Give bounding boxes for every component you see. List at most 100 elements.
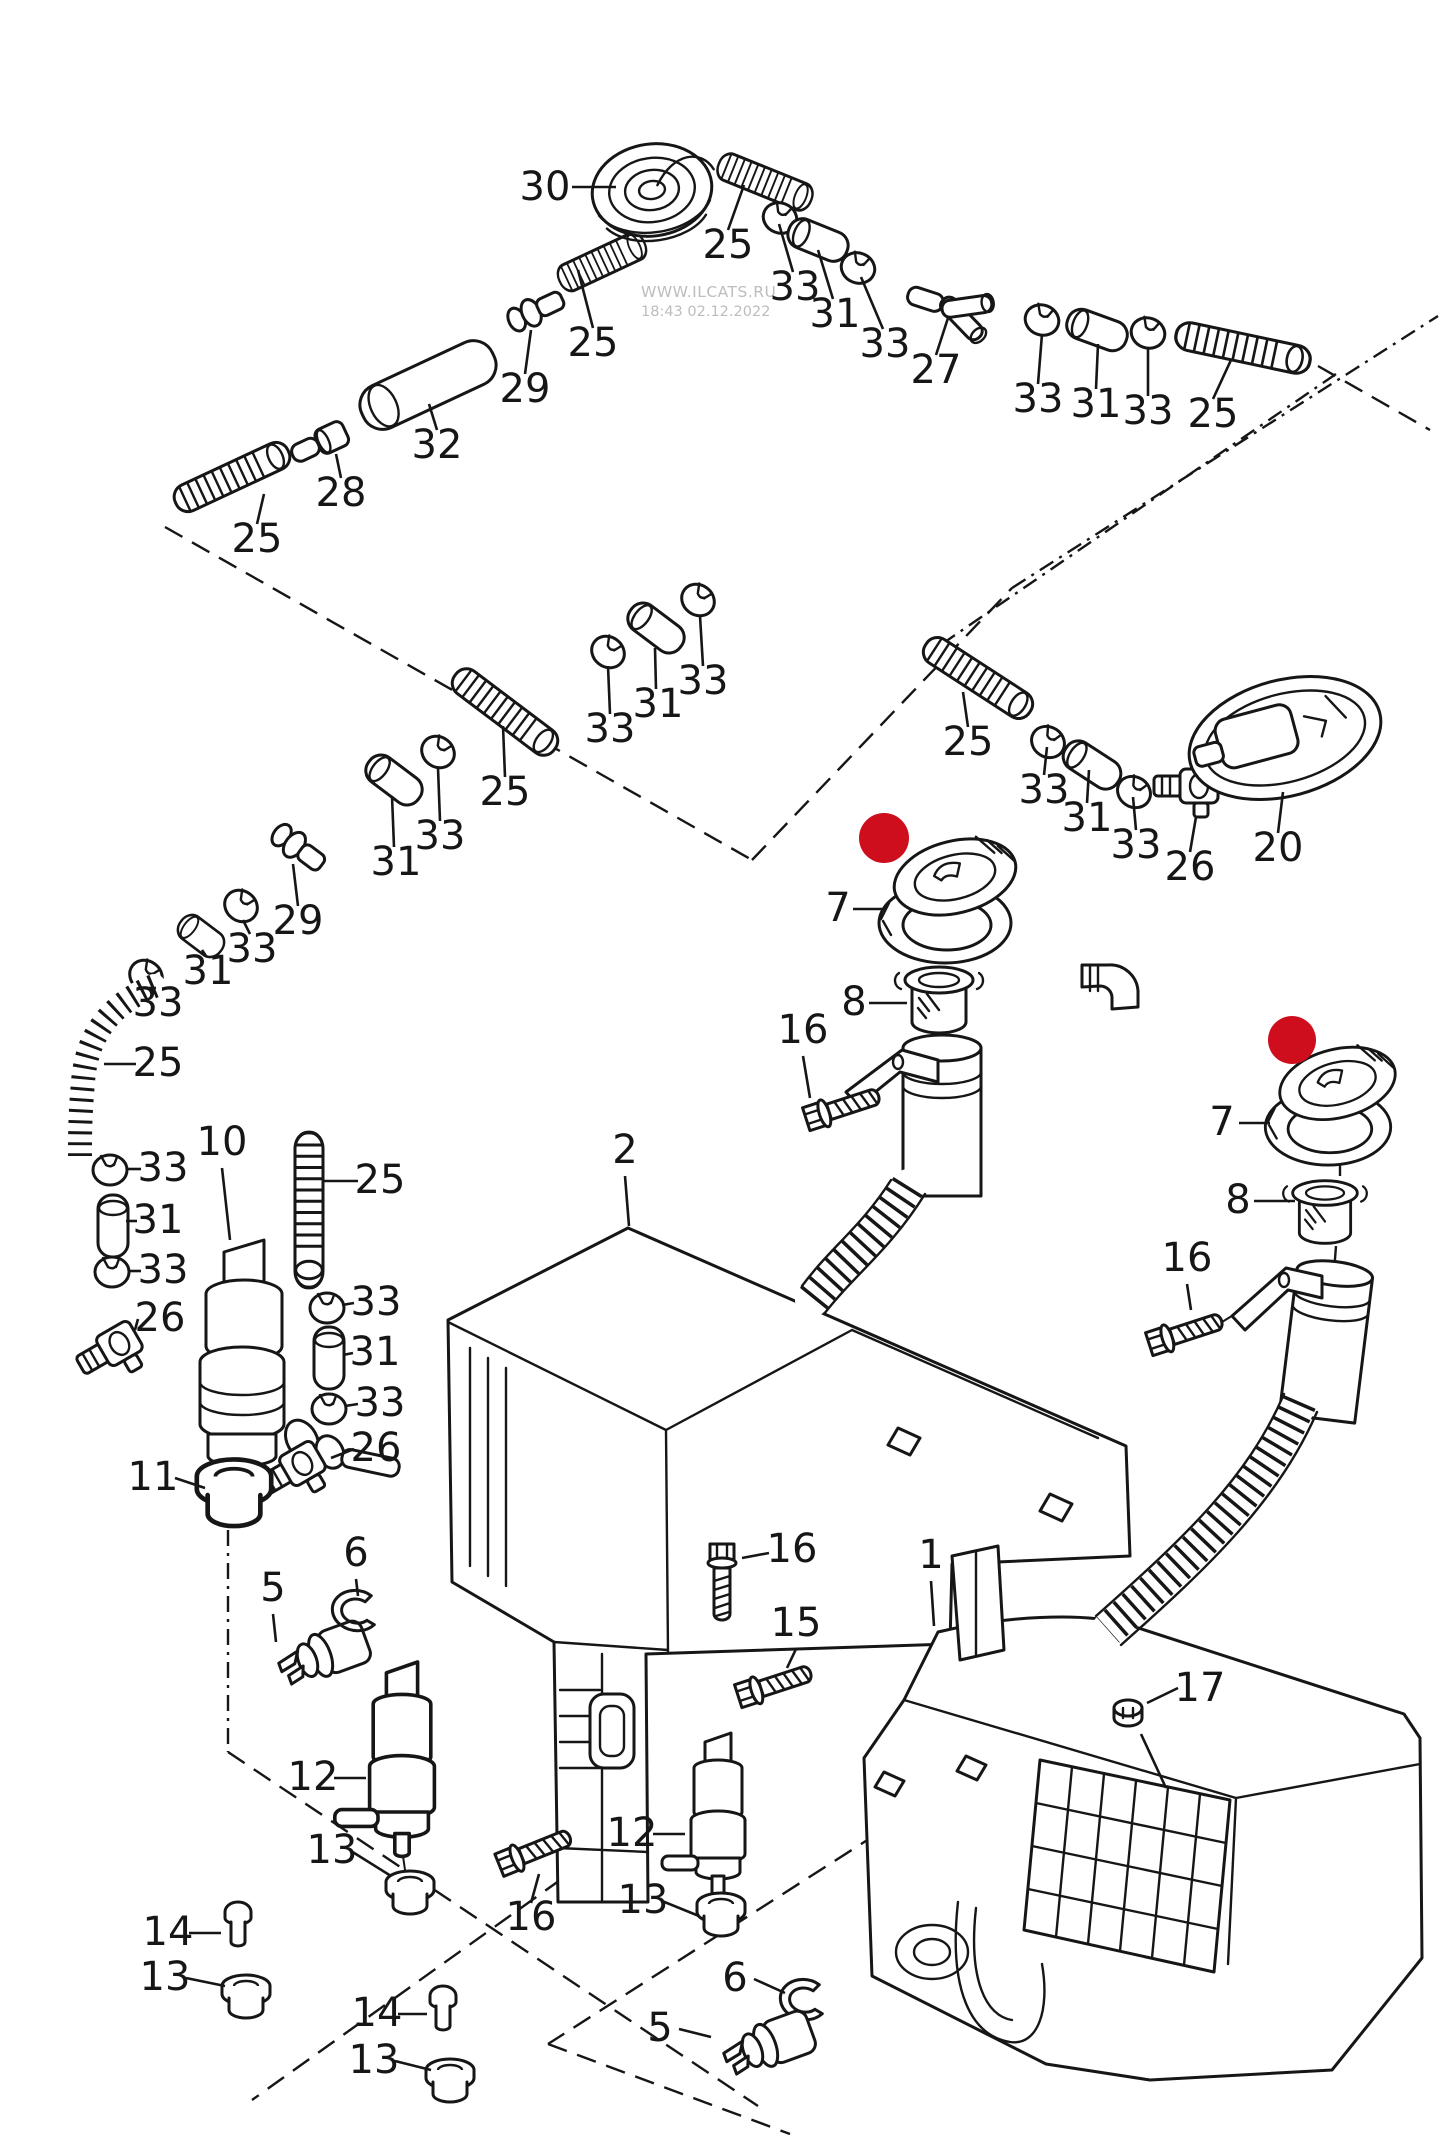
part-number-label-28: 28 — [316, 470, 367, 516]
tube-31 — [782, 212, 854, 268]
elbow-hose-fitting — [1080, 963, 1140, 1011]
part-number-label-12: 12 — [288, 1754, 339, 1800]
callout-leader-line — [859, 276, 885, 330]
part-number-label-14: 14 — [143, 1909, 194, 1955]
watermark: WWW.ILCATS.RU 18:43 02.12.2022 — [641, 283, 776, 320]
callout-33-17: 33 — [585, 665, 635, 752]
callout-leader-line — [741, 1551, 770, 1560]
part-number-label-13: 13 — [307, 1827, 358, 1873]
callout-33-4: 33 — [859, 276, 911, 367]
callout-31-16: 31 — [633, 647, 683, 727]
callout-13-64: 13 — [618, 1877, 700, 1923]
part-number-label-25: 25 — [703, 222, 754, 268]
part-number-label-8: 8 — [841, 979, 866, 1025]
highlight-dot-1 — [859, 813, 909, 863]
callout-33-6: 33 — [1013, 333, 1063, 422]
callout-leader-line — [576, 269, 595, 329]
construction-line-13 — [1332, 1245, 1338, 1273]
callout-leader-line — [271, 1613, 278, 1643]
washer-pump-12-b — [660, 1731, 747, 1897]
tube-31 — [358, 747, 430, 813]
part-number-label-13: 13 — [618, 1877, 669, 1923]
callout-leader-line — [1211, 359, 1233, 400]
callout-25-10: 25 — [568, 269, 618, 366]
hose-chain-upper-left — [168, 134, 1315, 518]
part-number-label-25: 25 — [355, 1157, 406, 1203]
callout-33-22: 33 — [227, 919, 278, 972]
callout-16-39: 16 — [778, 1007, 828, 1099]
callout-33-50: 33 — [1019, 746, 1069, 813]
part-number-label-10: 10 — [197, 1119, 248, 1165]
nut-17 — [1112, 1698, 1144, 1728]
callout-leader-line — [816, 249, 835, 300]
watermark-timestamp: 18:43 02.12.2022 — [641, 304, 770, 320]
part-number-label-33: 33 — [1123, 388, 1174, 434]
cl amp-33 — [91, 1153, 129, 1187]
connector-29-a — [502, 284, 570, 338]
part-number-label-2: 2 — [612, 1127, 637, 1173]
highlight-dots — [859, 813, 1316, 1064]
callout-12-63: 12 — [607, 1810, 685, 1856]
clamp-33 — [216, 882, 266, 930]
callout-25-18: 25 — [480, 725, 530, 815]
hose-25-a — [168, 436, 296, 518]
callout-31-33: 31 — [342, 1329, 400, 1375]
callout-14-61: 14 — [352, 1990, 427, 2036]
callout-30-0: 30 — [520, 164, 616, 210]
headlight-washer-nozzle-20 — [1187, 675, 1383, 801]
grommet-13-b — [220, 1973, 272, 2020]
hose-25-d — [1171, 318, 1315, 378]
construction-line-2 — [1011, 314, 1439, 590]
part-number-label-16: 16 — [767, 1526, 818, 1572]
callout-leader-line — [1085, 769, 1091, 804]
grommet-13-a — [384, 1869, 436, 1916]
watermark-site: WWW.ILCATS.RU — [641, 283, 776, 301]
grommet-13-d — [695, 1891, 747, 1938]
part-number-label-6: 6 — [722, 1955, 747, 2001]
bolt-15 — [732, 1657, 817, 1712]
callout-leader-line — [653, 647, 658, 690]
part-number-label-33: 33 — [227, 926, 278, 972]
part-number-label-5: 5 — [260, 1565, 285, 1611]
callout-leader-line — [785, 1648, 798, 1669]
callout-16-41: 16 — [741, 1526, 818, 1572]
callout-leader-line — [1185, 1283, 1193, 1311]
part-number-label-7: 7 — [825, 885, 850, 931]
callout-31-23: 31 — [183, 948, 234, 994]
callout-16-48: 16 — [1162, 1235, 1212, 1311]
part-number-label-31: 31 — [133, 1197, 184, 1243]
grommet-13-c — [424, 2057, 476, 2104]
mounting-bracket-right — [1230, 1266, 1324, 1332]
callout-leader-line — [1276, 791, 1285, 834]
callout-8-38: 8 — [841, 979, 907, 1025]
part-number-label-26: 26 — [135, 1295, 186, 1341]
callout-6-56: 6 — [343, 1530, 369, 1597]
callout-leader-line — [330, 1447, 355, 1460]
callout-leader-line — [341, 1301, 355, 1307]
construction-line-6 — [227, 1751, 759, 2107]
part-number-label-26: 26 — [351, 1425, 402, 1471]
callout-13-60: 13 — [140, 1954, 226, 2000]
callout-leader-line — [1146, 1686, 1179, 1705]
part-number-label-32: 32 — [412, 422, 463, 468]
filler-hose-right — [1091, 1385, 1317, 1647]
clamp-33 — [1019, 298, 1065, 342]
part-number-label-15: 15 — [771, 1600, 822, 1646]
callout-leader-line — [753, 1977, 786, 1995]
part-number-label-33: 33 — [138, 1247, 189, 1293]
callout-leader-line — [174, 1476, 206, 1490]
callout-25-31: 25 — [324, 1157, 405, 1203]
callout-leader-line — [241, 919, 252, 935]
washer-reservoir-1 — [862, 1544, 1424, 2082]
part-number-label-30: 30 — [520, 164, 571, 210]
callout-leader-line — [529, 1873, 541, 1904]
filler-assembly-center — [795, 825, 1140, 1317]
part-number-label-11: 11 — [128, 1454, 179, 1500]
part-number-label-33: 33 — [860, 321, 911, 367]
part-number-label-26: 26 — [1165, 844, 1216, 890]
callout-leader-line — [291, 863, 300, 907]
tube-31 — [96, 1193, 130, 1259]
part-number-label-25: 25 — [1188, 391, 1239, 437]
